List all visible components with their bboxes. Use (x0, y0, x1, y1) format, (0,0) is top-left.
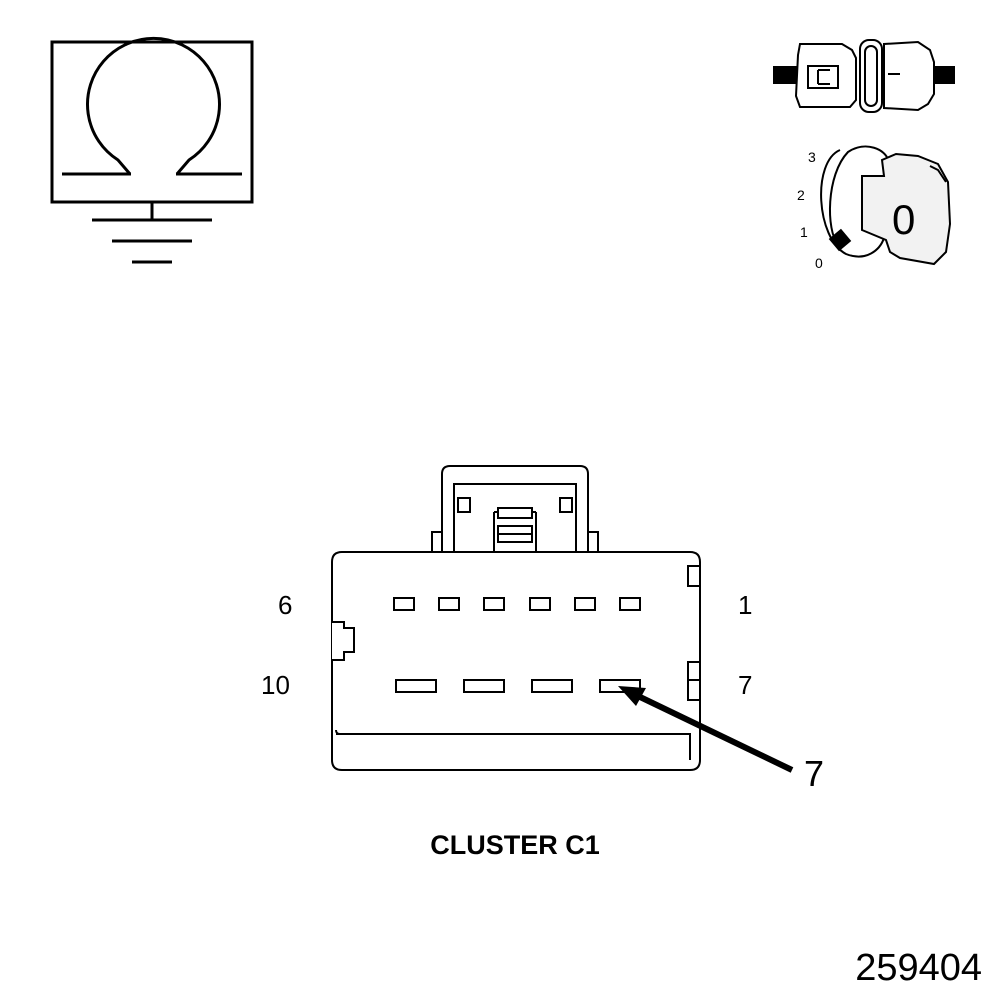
pin-label-7: 7 (738, 670, 752, 700)
ohmmeter-ground-icon (50, 36, 254, 264)
pin-cavity-1 (619, 597, 641, 611)
connector-title: CLUSTER C1 (430, 830, 600, 860)
pin-cavity-6 (393, 597, 415, 611)
ignition-key-icon (820, 145, 952, 266)
pin-cavity-8 (531, 679, 573, 693)
pin-label-10: 10 (261, 670, 290, 700)
pin-label-1: 1 (738, 590, 752, 620)
callout-pin-label: 7 (804, 753, 824, 794)
ignition-position-0: 0 (815, 255, 823, 271)
pin-cavity-9 (463, 679, 505, 693)
pin-cavity-2 (574, 597, 596, 611)
figure-number: 259404 (855, 947, 982, 989)
ignition-position-1: 1 (800, 224, 808, 240)
callout-arrow (618, 686, 794, 773)
ignition-position-2: 2 (797, 187, 805, 203)
pin-cavity-3 (529, 597, 551, 611)
ignition-position-labels: 3 2 1 0 0 (797, 149, 915, 271)
ignition-key-label: 0 (892, 196, 915, 243)
pin-cavity-10 (395, 679, 437, 693)
connector-face (331, 465, 701, 771)
pin-cavities (393, 597, 641, 693)
ignition-position-3: 3 (808, 149, 816, 165)
pin-label-6: 6 (278, 590, 292, 620)
pin-cavity-5 (438, 597, 460, 611)
disconnected-connector-icon (773, 39, 955, 113)
pin-cavity-4 (483, 597, 505, 611)
